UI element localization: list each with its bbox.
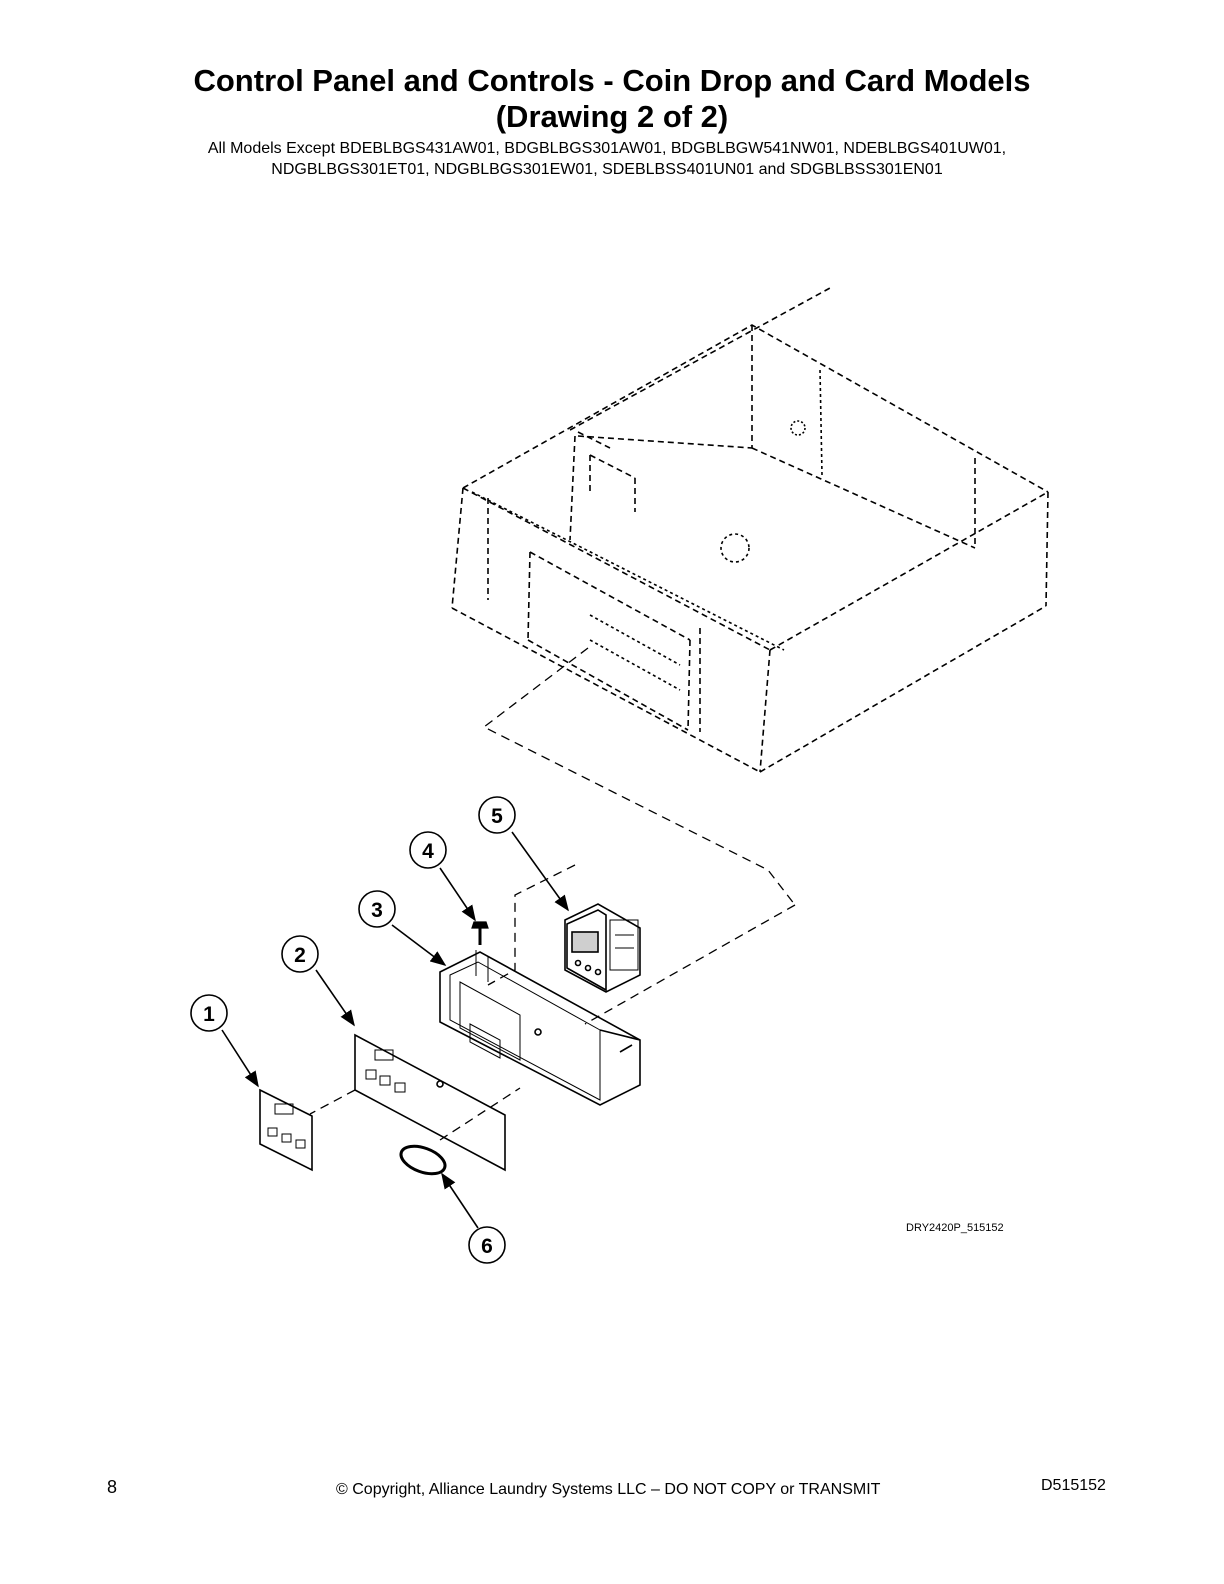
electronic-control-module xyxy=(564,903,641,993)
document-number: D515152 xyxy=(1041,1477,1106,1494)
callout-leaders xyxy=(221,831,569,1229)
copyright-notice: © Copyright, Alliance Laundry Systems LL… xyxy=(336,1481,881,1498)
page-title-drawing-number: (Drawing 2 of 2) xyxy=(495,99,729,134)
callout-5: 5 xyxy=(478,796,516,834)
control-panel-overlay xyxy=(354,1033,506,1172)
svg-text:1: 1 xyxy=(203,1003,215,1026)
svg-text:2: 2 xyxy=(294,944,306,967)
callout-2: 2 xyxy=(281,935,319,973)
control-panel-frame xyxy=(439,950,641,1106)
callout-3: 3 xyxy=(358,890,396,928)
assembly-guide-lines xyxy=(309,647,796,1141)
callout-4: 4 xyxy=(409,831,447,869)
svg-text:5: 5 xyxy=(491,805,503,828)
figure-id: DRY2420P_515152 xyxy=(906,1222,1004,1234)
callout-6: 6 xyxy=(468,1226,506,1264)
gasket-ring xyxy=(399,1144,447,1176)
dryer-cabinet-outline xyxy=(451,287,1049,773)
mounting-screw xyxy=(471,921,489,945)
page-number: 8 xyxy=(107,1477,118,1497)
svg-text:4: 4 xyxy=(422,840,434,863)
callout-1: 1 xyxy=(190,994,228,1032)
svg-text:3: 3 xyxy=(371,899,383,922)
model-exceptions-line-2: NDGBLBGS301ET01, NDGBLBGS301EW01, SDEBLB… xyxy=(271,161,943,178)
page-title: Control Panel and Controls - Coin Drop a… xyxy=(193,63,1031,98)
svg-text:6: 6 xyxy=(481,1235,493,1258)
control-label xyxy=(259,1088,313,1172)
model-exceptions-line-1: All Models Except BDEBLBGS431AW01, BDGBL… xyxy=(207,140,1007,157)
